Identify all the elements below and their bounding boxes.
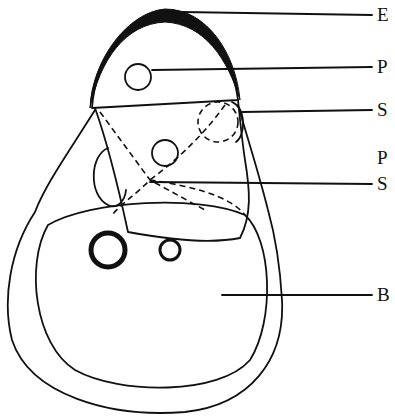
leader-line [152,67,372,70]
part-label: S [376,174,389,194]
cap-outline [92,14,238,108]
part-label: P [376,148,389,168]
dashed-circle [198,102,238,142]
outer-outline [8,105,282,413]
part-label: S [376,100,389,120]
dashed-line [112,105,225,215]
wedge-outline [95,100,249,241]
cap-circle [125,64,151,90]
part-label: B [376,285,391,305]
enamel-band [90,9,240,108]
dashed-line [150,180,245,215]
leader-line [222,294,372,296]
leader-line [150,182,372,184]
leader-line [242,110,372,112]
ring-small [160,240,180,260]
dashed-line [100,112,205,210]
part-label: E [376,5,390,25]
wedge-circle [152,140,178,166]
ring-thick [91,233,125,267]
part-label: P [376,57,389,77]
left-bulge [94,148,126,206]
leader-line [182,12,372,15]
